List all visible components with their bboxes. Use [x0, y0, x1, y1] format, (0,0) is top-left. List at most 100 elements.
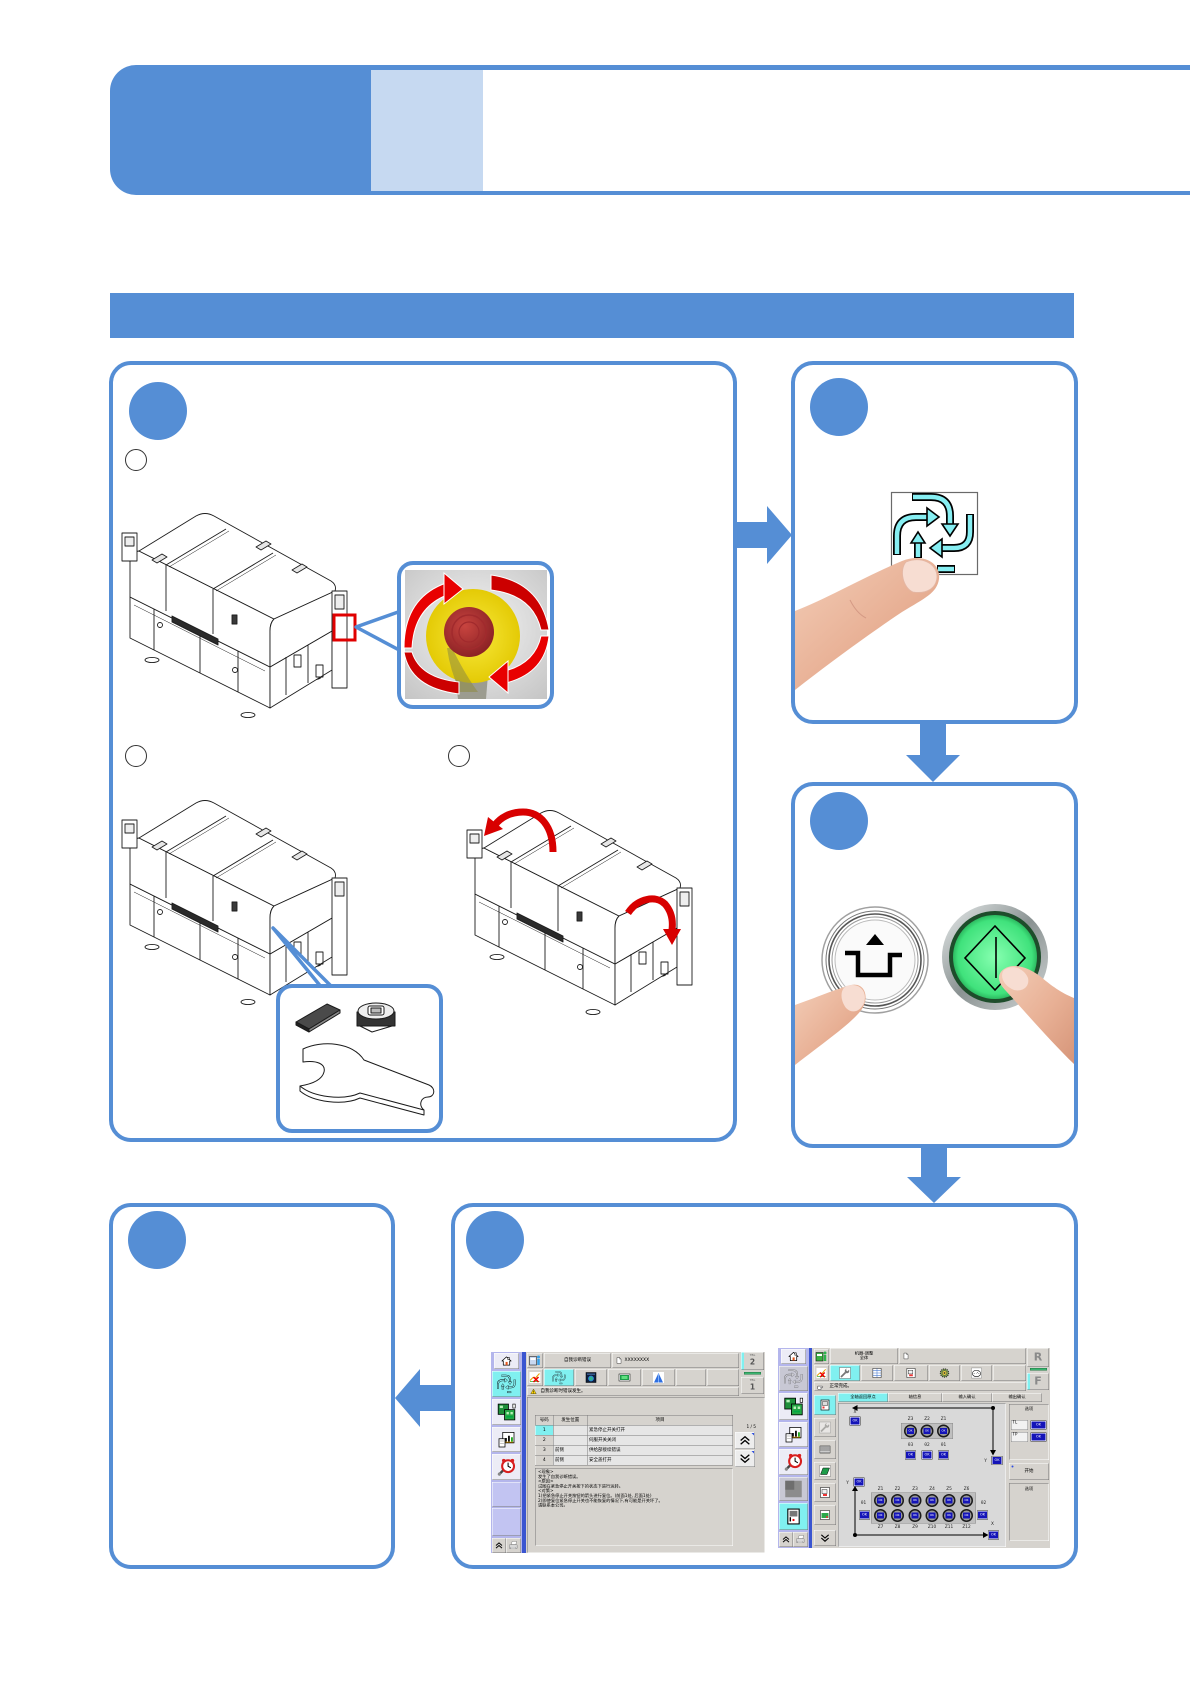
print-button[interactable] [793, 1532, 808, 1547]
option-tp-toggle[interactable]: OK [1030, 1432, 1047, 1442]
menu-scroll-up-button[interactable] [779, 1532, 793, 1547]
lower-nozzle-home-button[interactable]: OK [925, 1494, 939, 1507]
page-down-button[interactable] [735, 1450, 755, 1467]
option-tl-toggle[interactable]: OK [1030, 1420, 1047, 1430]
table-2-button[interactable]: TBL 2 [741, 1352, 764, 1370]
ok-label: OK [907, 1428, 914, 1434]
upper-x-axis-home-button[interactable]: OK [849, 1416, 861, 1426]
error-table: 号码 发生位置 项目 1 紧急停止开关打开 2 伺服开关关闭 3 前侧 供给部接… [535, 1415, 733, 1466]
lower-nozzle-label: Z7 [877, 1524, 884, 1530]
menu-machine-button[interactable] [779, 1503, 808, 1530]
ok-label: OK [894, 1497, 901, 1504]
lower-nozzle-home-button[interactable]: OK [942, 1509, 956, 1522]
lower-nozzle-home-button[interactable]: OK [925, 1509, 939, 1522]
front-side-button[interactable]: F [1027, 1373, 1049, 1390]
submenu-feeder-button[interactable] [814, 1483, 836, 1502]
warning-message-bar: 自我诊断时错误发生。 [527, 1387, 739, 1396]
toolbar-level-button[interactable] [642, 1369, 675, 1386]
lower-nozzle-home-button[interactable]: OK [960, 1509, 973, 1522]
error-item: 安全盖打开 [587, 1455, 733, 1466]
error-number-button[interactable]: 3 [535, 1445, 554, 1456]
error-row[interactable]: 3 前侧 供给部接续错误 [535, 1445, 733, 1456]
upper-theta-label: θ3 [907, 1442, 914, 1448]
lower-x-axis-home-button[interactable]: OK [988, 1530, 999, 1540]
lower-nozzle-home-button[interactable]: OK [891, 1494, 904, 1507]
toolbar-table-button[interactable] [861, 1365, 893, 1381]
menu-home-button[interactable] [494, 1353, 519, 1369]
lower-head-frame [871, 1492, 976, 1524]
toolbar-board-button[interactable] [608, 1369, 641, 1386]
error-row[interactable]: 2 伺服开关关闭 [535, 1435, 733, 1446]
lower-y-axis-home-button[interactable]: OK [853, 1477, 865, 1487]
lower-nozzle-label: Z12 [962, 1524, 971, 1530]
submenu-board-button[interactable] [814, 1505, 836, 1525]
menu-board-button[interactable] [492, 1399, 521, 1425]
page-up-button[interactable] [735, 1432, 755, 1449]
toolbar-error-reset-button[interactable] [527, 1369, 543, 1386]
front-side-label: F [1034, 1374, 1042, 1388]
corner-marker-icon [751, 1433, 754, 1436]
upper-theta-home-button[interactable]: OK [905, 1450, 916, 1460]
submenu-io-button[interactable] [814, 1440, 836, 1459]
lower-nozzle-home-button[interactable]: OK [942, 1494, 956, 1507]
printer-icon [509, 1541, 518, 1549]
menu-maintenance-button[interactable] [779, 1449, 808, 1475]
menu-changeover-button[interactable] [492, 1371, 521, 1397]
error-number-button[interactable]: 2 [535, 1435, 554, 1446]
menu-maintenance-button[interactable] [492, 1454, 521, 1480]
lower-theta-left-home-button[interactable]: OK [859, 1510, 870, 1520]
error-row[interactable]: 4 前侧 安全盖打开 [535, 1455, 733, 1466]
chapter-header [110, 65, 1190, 195]
lower-nozzle-home-button[interactable]: OK [908, 1494, 922, 1507]
toolbar-camera-button[interactable] [575, 1369, 607, 1386]
lower-nozzle-home-button[interactable]: OK [960, 1494, 973, 1507]
step-4-marker [128, 1211, 186, 1269]
menu-scroll-up-button[interactable] [492, 1538, 506, 1553]
upper-y-axis-home-button[interactable]: OK [991, 1456, 1003, 1465]
submenu-axis-button[interactable] [814, 1395, 836, 1415]
option-label: TP [1011, 1432, 1028, 1442]
menu-production-data-button[interactable] [492, 1427, 521, 1452]
file-icon [616, 1357, 622, 1364]
lower-nozzle-label: Z9 [912, 1524, 918, 1530]
print-button[interactable] [506, 1538, 521, 1553]
toolbar-diagnosis-button[interactable] [544, 1369, 574, 1386]
menu-production-data-button[interactable] [779, 1422, 808, 1447]
error-item: 供给部接续错误 [587, 1445, 733, 1456]
program-file-field[interactable] [899, 1348, 1026, 1364]
submenu-conveyor-button[interactable] [814, 1462, 836, 1480]
lower-nozzle-home-button[interactable]: OK [891, 1509, 904, 1522]
menu-home-button[interactable] [781, 1349, 806, 1364]
upper-nozzle-home-button[interactable]: OK [920, 1424, 934, 1438]
submenu-tool-button [814, 1418, 836, 1437]
upper-nozzle-home-button[interactable]: OK [937, 1424, 950, 1438]
lower-nozzle-home-button[interactable]: OK [908, 1509, 922, 1522]
error-row[interactable]: 1 紧急停止开关打开 [535, 1425, 733, 1436]
toolbar-adjust-button[interactable] [830, 1365, 860, 1381]
error-number-button[interactable]: 1 [535, 1425, 554, 1436]
ok-label: OK [945, 1497, 953, 1504]
tab-axis-info[interactable]: 轴信息 [888, 1393, 942, 1402]
toolbar-error-reset-button[interactable] [814, 1365, 829, 1381]
menu-board-button[interactable] [779, 1393, 808, 1420]
program-file-field[interactable]: XXXXXXXX [612, 1353, 739, 1368]
rear-side-button[interactable]: R [1027, 1348, 1049, 1367]
arrowhead-up-icon [852, 1486, 858, 1491]
lower-nozzle-home-button[interactable]: OK [874, 1494, 887, 1507]
toolbar-card-button[interactable] [894, 1365, 928, 1381]
lower-nozzle-home-button[interactable]: OK [874, 1509, 887, 1522]
toolbar-gear-button[interactable] [929, 1365, 960, 1381]
start-button[interactable]: 开始 [1009, 1463, 1049, 1480]
tab-all-axes-home[interactable]: 全轴返回原点 [838, 1393, 888, 1402]
upper-theta-home-button[interactable]: OK [938, 1450, 949, 1460]
table-1-button[interactable]: TBL 1 [741, 1377, 764, 1394]
tab-input-check[interactable]: 输入确认 [942, 1393, 992, 1402]
lower-theta-right-home-button[interactable]: OK [977, 1510, 988, 1520]
toolbar-gauge-button[interactable] [961, 1365, 992, 1381]
menu-disabled-button [779, 1477, 808, 1501]
tab-output-check[interactable]: 输出确认 [992, 1393, 1042, 1402]
error-number-button[interactable]: 4 [535, 1455, 554, 1466]
submenu-scroll-down-button[interactable] [814, 1530, 836, 1546]
upper-nozzle-home-button[interactable]: OK [904, 1424, 917, 1438]
upper-theta-home-button[interactable]: OK [921, 1450, 933, 1460]
